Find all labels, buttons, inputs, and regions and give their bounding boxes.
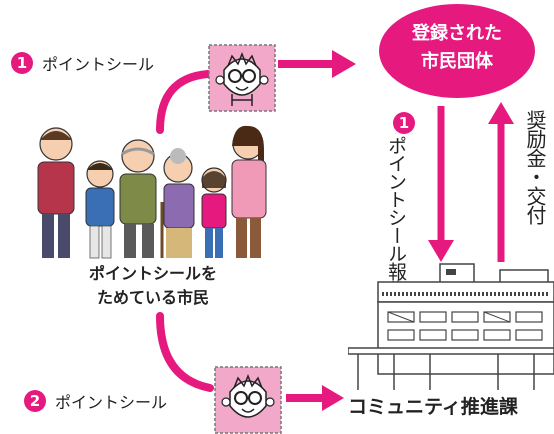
point-sticker-icon bbox=[208, 44, 276, 112]
step-2-label: ポイントシール bbox=[55, 393, 168, 412]
bureau-label: コミュニティ推進課 bbox=[348, 396, 518, 418]
arrow-to-bureau-head bbox=[322, 385, 344, 411]
flow-connectors bbox=[156, 50, 514, 411]
step-2-badge: 2 bbox=[24, 390, 46, 412]
step-1-badge: 1 bbox=[11, 52, 33, 74]
report-step-badge: 1 bbox=[393, 112, 415, 134]
arrow-grant-head bbox=[488, 102, 514, 124]
organization-label-line2: 市民団体 bbox=[421, 51, 493, 72]
point-flow-diagram: 1 ポイントシール 登録された 市民団体 1 ポイントシール報告 奨励金・交付 bbox=[11, 4, 554, 434]
arrow-report-head bbox=[428, 240, 454, 262]
citizens-group-illustration bbox=[37, 125, 267, 259]
connector-citizens-to-sticker1 bbox=[156, 70, 212, 134]
organization-node bbox=[379, 4, 535, 98]
connector-citizens-to-sticker2 bbox=[156, 312, 214, 392]
step-1-label: ポイントシール bbox=[42, 55, 155, 74]
organization-label-line1: 登録された bbox=[412, 23, 502, 44]
arrow-to-organization-head bbox=[332, 50, 356, 78]
grant-label: 奨励金・交付 bbox=[523, 110, 547, 224]
citizens-caption-line1: ポイントシールを bbox=[88, 264, 217, 283]
citizens-caption: ポイントシールを ためている市民 bbox=[48, 262, 258, 310]
citizens-caption-line2: ためている市民 bbox=[96, 288, 209, 307]
city-hall-building-icon bbox=[348, 263, 554, 390]
report-label: ポイントシール報告 bbox=[385, 136, 407, 298]
organization-label: 登録された 市民団体 bbox=[379, 20, 535, 76]
point-sticker-icon bbox=[214, 366, 282, 434]
